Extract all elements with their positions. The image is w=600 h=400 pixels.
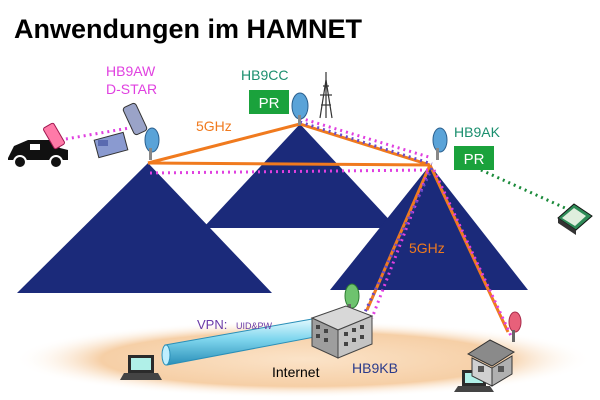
- internet-label: Internet: [272, 364, 320, 380]
- pr-box-hb9cc: PR: [249, 90, 289, 114]
- hb9aw-label: HB9AW: [106, 63, 156, 79]
- dstar-radio-icon: [93, 102, 148, 159]
- laptop-vpn-icon: [120, 355, 162, 380]
- pr-box-hb9ak: PR: [454, 146, 494, 170]
- link-label-5ghz-right: 5GHz: [409, 240, 445, 256]
- link-label-5ghz-left: 5GHz: [196, 118, 232, 134]
- mountain-left: [17, 163, 272, 293]
- hb9kb-building-icon: [310, 305, 374, 359]
- laptop-icon: [557, 203, 593, 235]
- vpn-sublabel: UID&PW: [236, 321, 273, 331]
- hb9cc-label: HB9CC: [241, 67, 288, 83]
- house-icon: [466, 339, 516, 387]
- hb9ak-label: HB9AK: [454, 124, 501, 140]
- vpn-label: VPN:: [197, 317, 227, 332]
- dstar-dotted-links: [59, 116, 514, 339]
- pr-label-hb9cc: PR: [259, 95, 280, 112]
- hb9kb-label: HB9KB: [352, 360, 398, 376]
- dish-antenna-hb9aw-icon: [144, 127, 160, 160]
- dish-antenna-home-icon: [508, 311, 522, 342]
- mountain-middle: [203, 124, 397, 228]
- purple-dotted-link: [299, 120, 434, 313]
- mountain-right: [330, 165, 528, 290]
- dish-antenna-hb9cc-icon: [291, 92, 309, 125]
- page-title: Anwendungen im HAMNET: [14, 14, 362, 44]
- dish-antenna-hb9ak-icon: [432, 127, 448, 160]
- mobile-phone-icon: [43, 122, 65, 150]
- green-dotted-link: [469, 163, 566, 210]
- radio-tower-icon: [319, 72, 333, 119]
- pr-label-hb9ak: PR: [464, 151, 485, 168]
- dstar-label: D-STAR: [106, 81, 157, 97]
